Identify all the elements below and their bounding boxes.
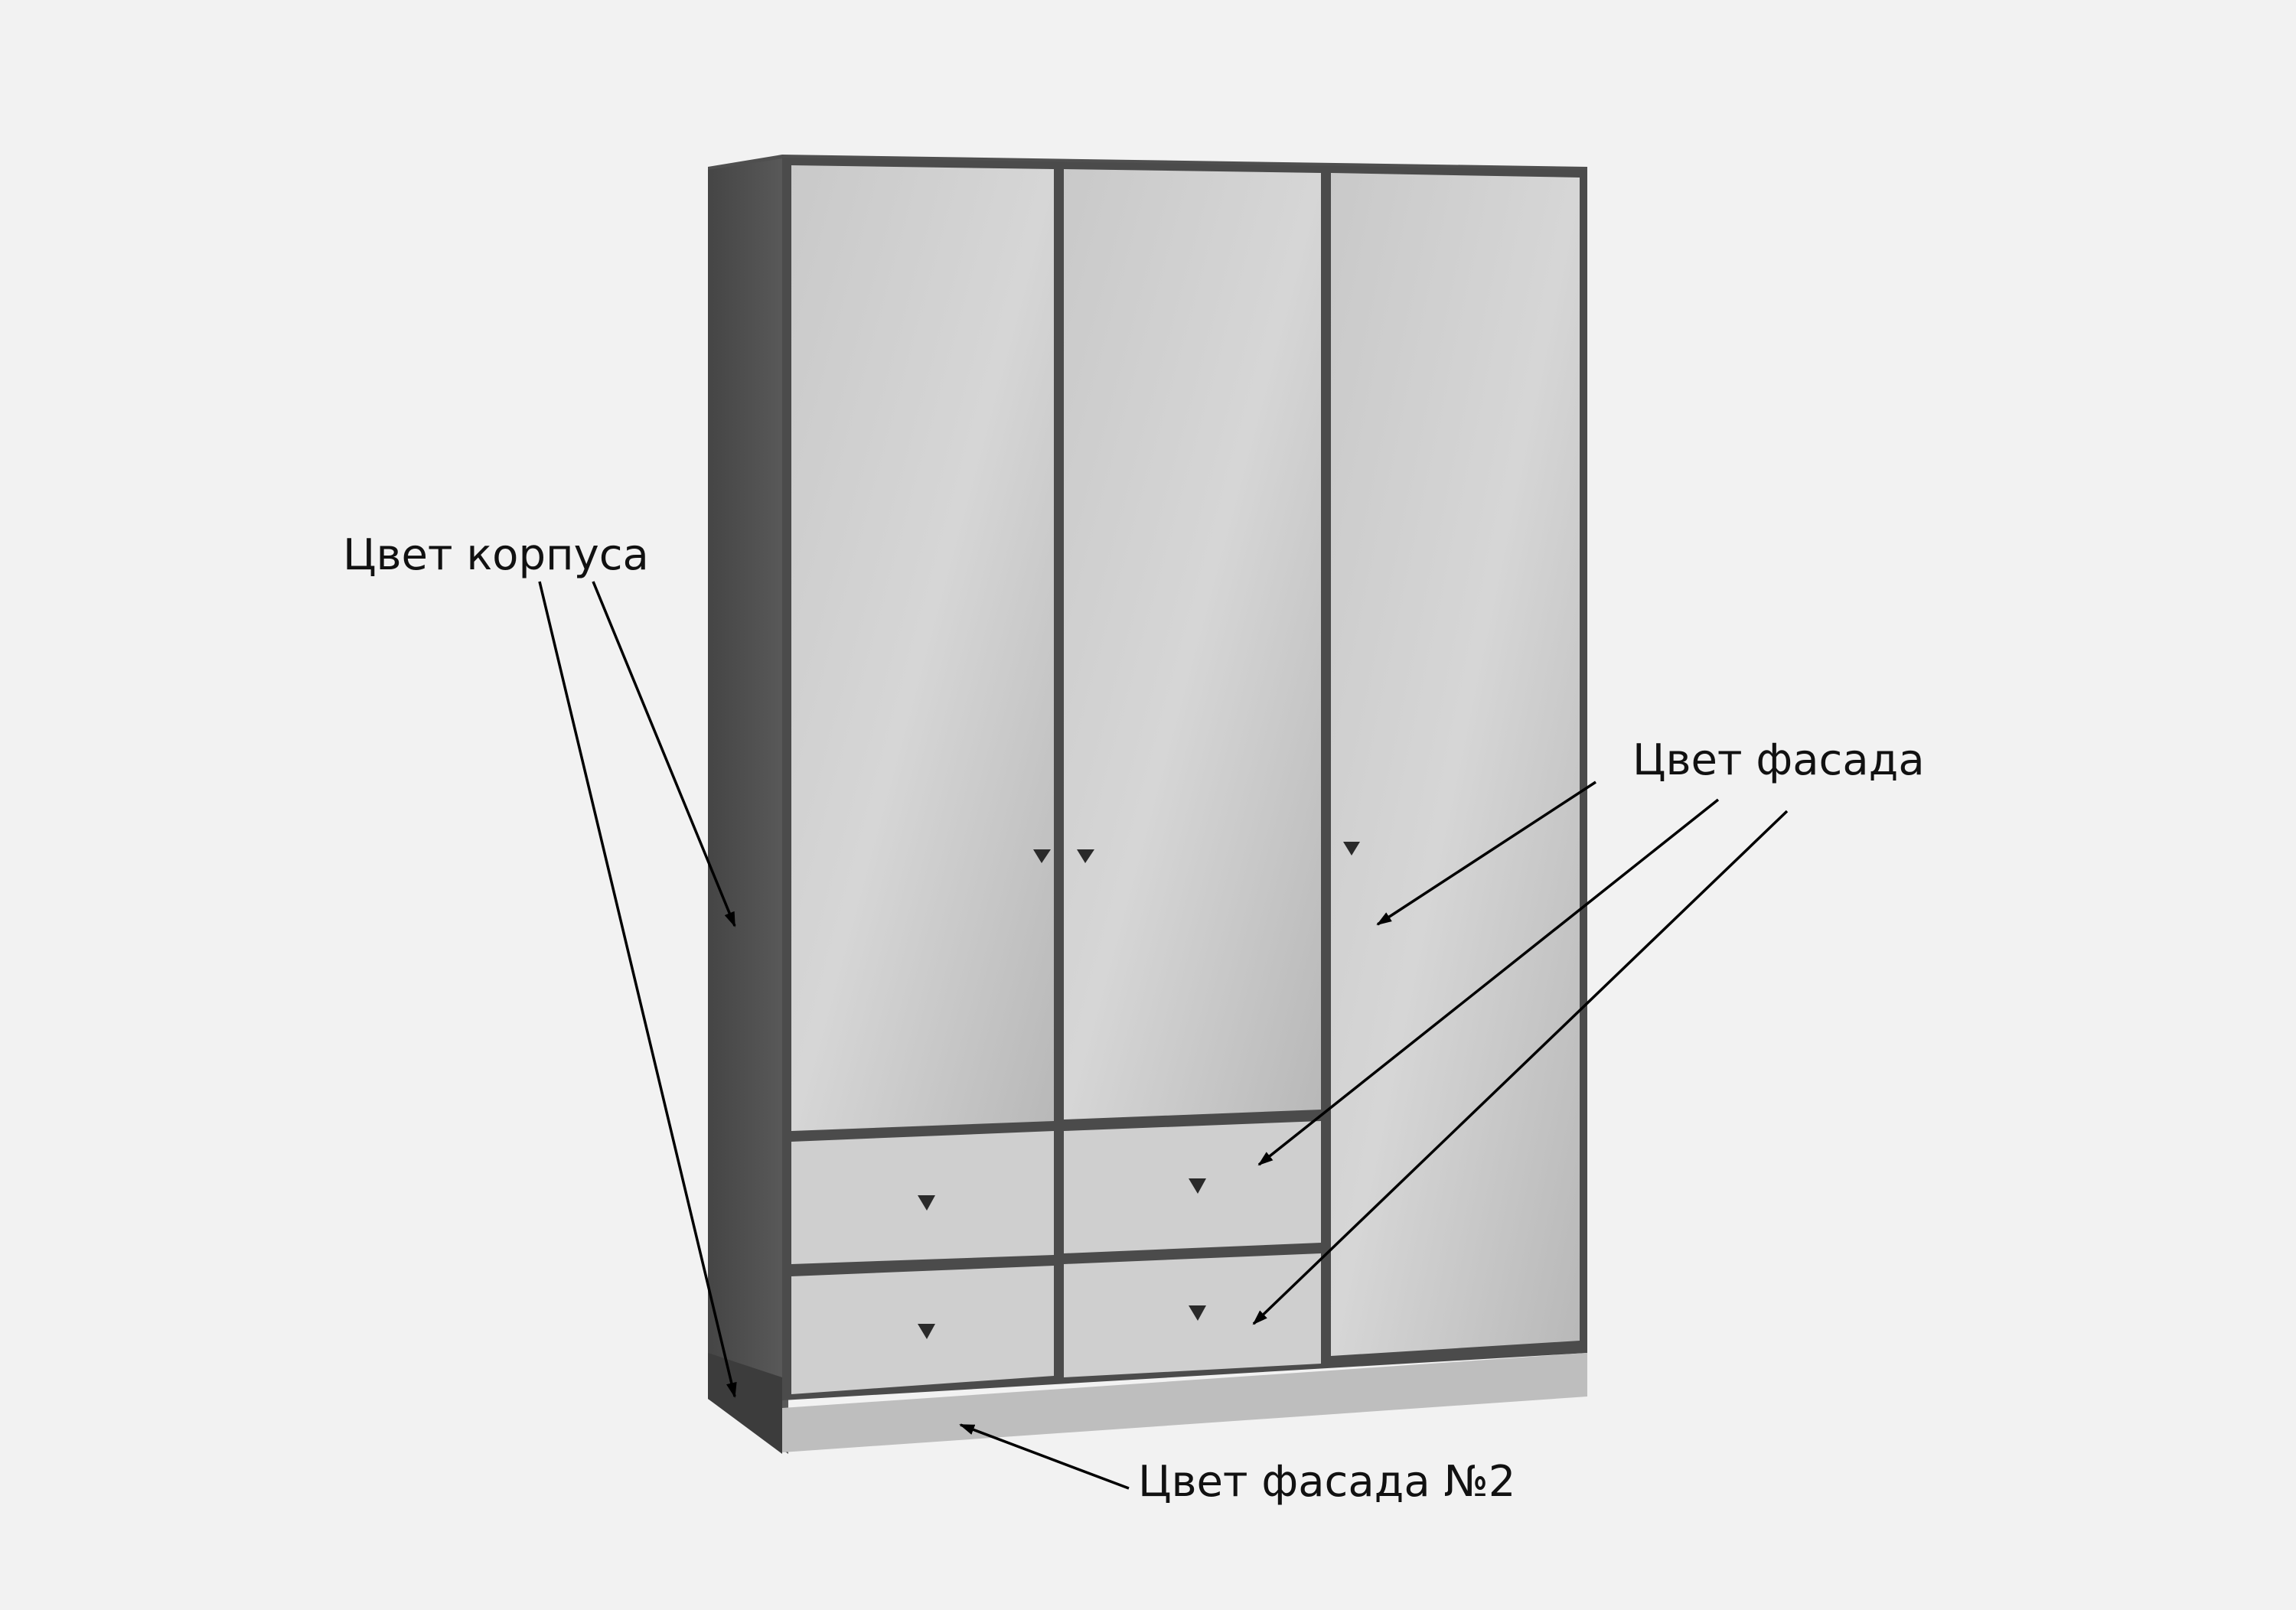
- arrow-body-2: [538, 581, 737, 1398]
- door-left: [791, 165, 1054, 1131]
- door-right: [1331, 173, 1580, 1356]
- drawer-bottom-left-handle: [918, 1324, 935, 1339]
- arrow-facade-3: [1252, 810, 1789, 1325]
- drawer-top-left-handle: [918, 1195, 935, 1211]
- label-facade-color-2: Цвет фасада №2: [1138, 1457, 1516, 1507]
- drawer-bottom-right: [1064, 1253, 1321, 1377]
- drawer-bottom-right-handle: [1189, 1305, 1206, 1321]
- drawer-top-right: [1064, 1121, 1321, 1253]
- arrow-facade-2: [1257, 798, 1720, 1166]
- door-left-handle: [1033, 849, 1051, 863]
- arrow-body-1: [592, 581, 736, 927]
- door-middle-handle: [1077, 849, 1094, 863]
- arrow-facade-2-plinth: [959, 1423, 1130, 1490]
- drawer-bottom-left: [791, 1266, 1054, 1394]
- drawer-top-left: [791, 1131, 1054, 1264]
- drawer-top-right-handle: [1189, 1178, 1206, 1194]
- door-middle: [1064, 169, 1321, 1120]
- label-facade-color: Цвет фасада: [1632, 735, 1925, 785]
- label-body-color: Цвет корпуса: [343, 530, 649, 580]
- arrow-facade-1: [1376, 781, 1596, 926]
- plinth-facade-2: [782, 1353, 1587, 1452]
- door-right-handle: [1343, 842, 1360, 856]
